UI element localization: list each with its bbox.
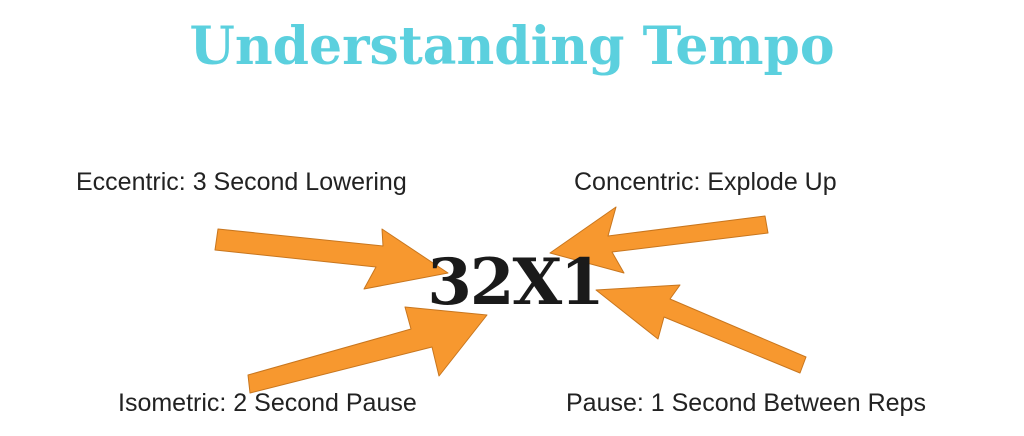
pause-arrow [595, 284, 807, 374]
tempo-code: 32X1 [427, 245, 604, 320]
isometric-arrow [247, 306, 488, 394]
eccentric-label: Eccentric: 3 Second Lowering [76, 168, 407, 196]
isometric-label: Isometric: 2 Second Pause [118, 389, 417, 417]
pause-label: Pause: 1 Second Between Reps [566, 389, 926, 417]
eccentric-arrow [214, 228, 449, 290]
concentric-label: Concentric: Explode Up [574, 168, 837, 196]
concentric-arrow [549, 206, 769, 274]
page-title: Understanding Tempo [189, 16, 835, 77]
